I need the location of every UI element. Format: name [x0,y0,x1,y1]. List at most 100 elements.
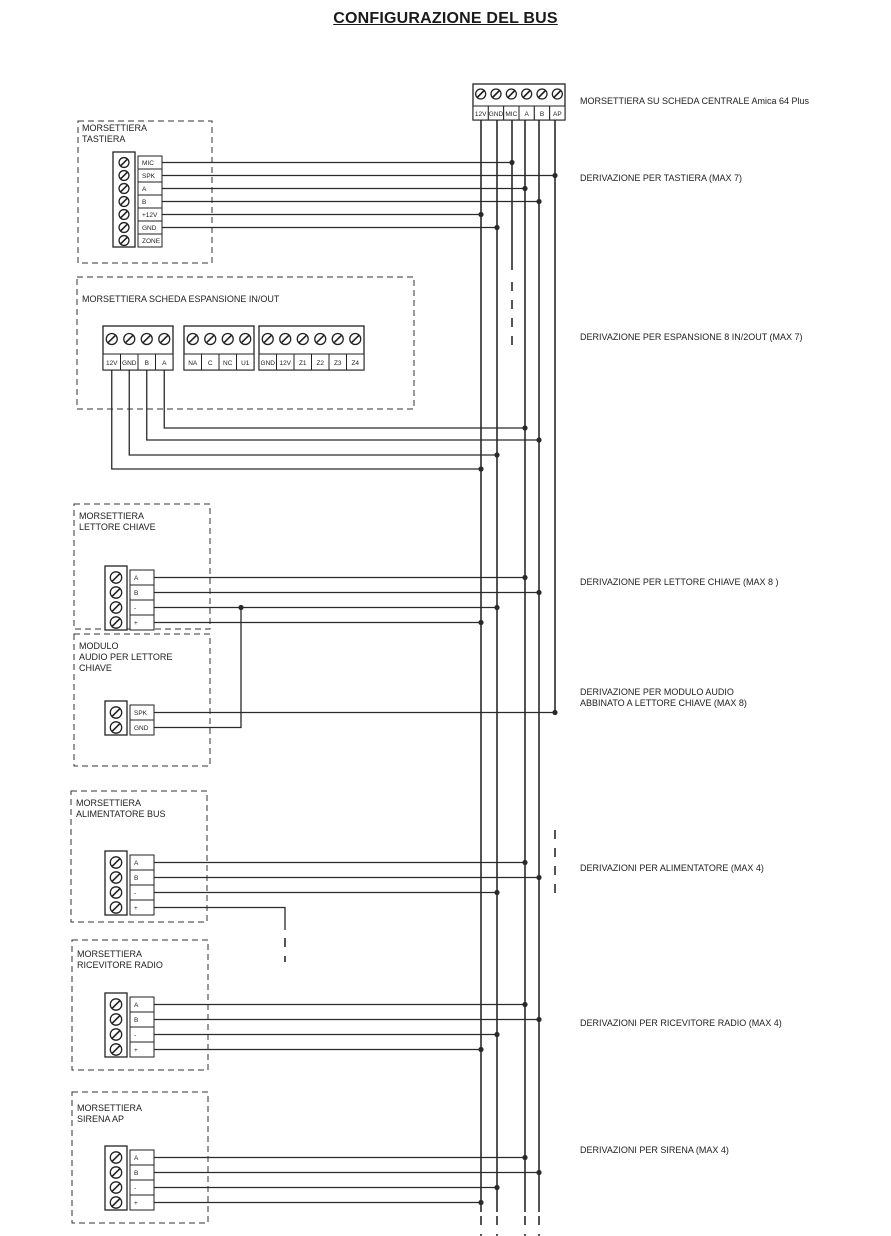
screw-slot [111,857,121,868]
screw-slot [537,89,547,99]
keypad-terminal-label: B [142,199,146,206]
central-terminal-cell [549,105,566,121]
expansion-terminal-cell [155,353,174,371]
central-terminal-label: AP [553,111,562,118]
power-supply-wire-plus [154,906,286,930]
expansion-wire-v12 [111,370,481,470]
central-terminal-label: A [524,111,529,118]
junction-dot [536,198,542,205]
screw-slot [350,334,360,344]
expansion-title: MORSETTIERA SCHEDA ESPANSIONE IN/OUT [82,294,280,304]
screw-slot [119,158,129,167]
screw-slot [111,999,121,1010]
keypad-terminal-label: MIC [142,160,154,167]
expansion-terminal-label: NC [223,360,233,367]
radio-receiver-terminal-label: B [134,1017,138,1024]
audio-module-derivation-label-line: DERIVAZIONE PER MODULO AUDIO [580,687,734,697]
junction-dot [522,425,528,431]
junction-dot [238,604,244,611]
screw-slot [119,210,129,219]
screw-slot [315,334,325,344]
expansion-wire-b [146,370,539,441]
central-terminal-label: 12V [475,111,487,118]
junction-dot [536,589,542,596]
junction-dot [494,1184,500,1191]
key-reader-title-line: LETTORE CHIAVE [79,522,156,532]
junction-dot [494,224,500,231]
siren-derivation-label: DERIVAZIONI PER SIRENA (MAX 4) [580,1145,729,1155]
siren-terminal-label: + [134,1200,138,1207]
junction-dot [536,437,542,443]
key-reader-title-line: MORSETTIERA [79,511,144,521]
power-supply-terminal-cell [129,899,155,916]
page-title: CONFIGURAZIONE DEL BUS [333,10,558,27]
junction-dot [552,172,558,179]
screw-slot [111,1014,121,1025]
junction-dot [522,574,528,581]
junction-dot [536,874,542,881]
screw-slot [111,1182,121,1193]
audio-module-wire-gnd [154,607,242,729]
siren-terminal-cell [129,1194,155,1211]
keypad-terminal-cell [137,233,163,248]
screw-slot [111,722,121,733]
keypad-title-line: TASTIERA [82,134,125,144]
expansion-terminal-cell [236,353,255,371]
junction-dot [494,604,500,611]
screw-slot [111,872,121,883]
central-terminal-label: B [540,111,544,118]
keypad-terminal-label: ZONE [142,238,161,245]
screw-slot [333,334,343,344]
power-supply-terminal-label: + [134,905,138,912]
expansion-terminal-label: Z2 [316,360,324,367]
central-terminal-label: MIC [505,111,517,118]
power-supply-box [70,790,208,923]
expansion-terminal-label: B [145,360,149,367]
expansion-box [76,276,415,410]
expansion-terminal-label: GND [261,360,276,367]
junction-dot [552,709,558,716]
screw-slot [298,334,308,344]
junction-dot [536,1016,542,1023]
screw-slot [522,89,531,99]
junction-dot [509,159,515,166]
key-reader-terminal-label: A [134,575,139,582]
audio-module-terminal-label: GND [134,725,149,732]
junction-dot [478,1046,484,1053]
expansion-terminal-label: 12V [279,360,291,367]
expansion-terminal-label: NA [188,360,198,367]
screw-slot [223,334,233,344]
screw-slot [124,334,134,344]
junction-dot [478,466,484,472]
expansion-terminal-label: U1 [241,360,250,367]
screw-slot [111,602,121,613]
screw-slot [111,1152,121,1163]
radio-receiver-terminal-label: A [134,1002,139,1009]
junction-dot [494,889,500,896]
audio-module-box [73,633,211,767]
screw-slot [280,334,290,344]
screw-slot [111,617,121,628]
key-reader-terminal-cell [129,614,155,631]
power-supply-title-line: ALIMENTATORE BUS [76,809,166,819]
screw-slot [111,1167,121,1178]
screw-slot [142,334,152,344]
central-block-label: MORSETTIERA SU SCHEDA CENTRALE Amica 64 … [580,96,810,106]
screw-slot [119,236,129,245]
screw-slot [111,572,121,583]
radio-receiver-title-line: MORSETTIERA [77,949,142,959]
screw-slot [491,89,501,99]
audio-module-derivation-label-line: ABBINATO A LETTORE CHIAVE (MAX 8) [580,698,747,708]
screw-slot [111,1197,121,1208]
audio-module-title-line: MODULO [79,641,119,651]
keypad-terminal-label: GND [142,225,157,232]
screw-slot [553,89,562,99]
keypad-terminal-label: +12V [142,212,158,219]
screw-slot [240,334,250,344]
junction-dot [522,1001,528,1008]
radio-receiver-terminal-cell [129,1041,155,1058]
siren-terminal-label: - [134,1185,136,1192]
radio-receiver-title-line: RICEVITORE RADIO [77,960,163,970]
screw-slot [119,171,129,180]
